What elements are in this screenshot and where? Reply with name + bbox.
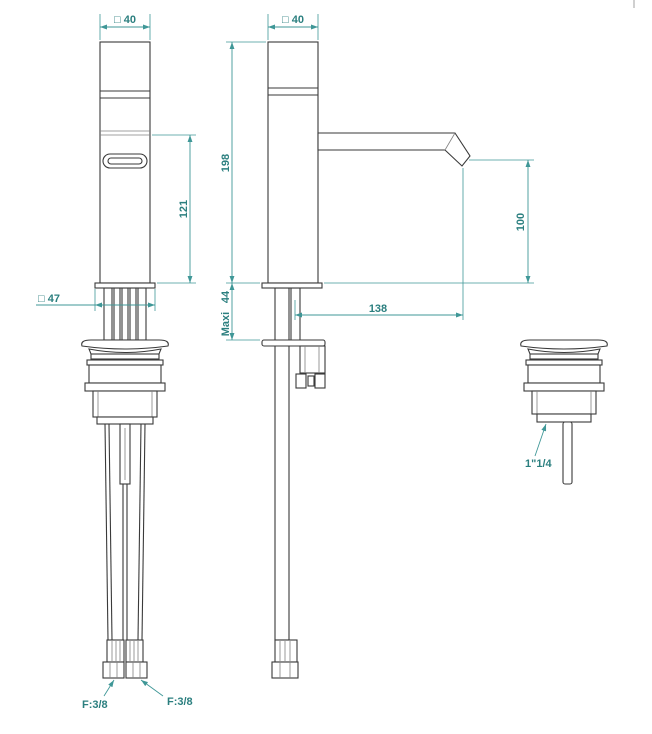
waste-ring <box>529 353 599 360</box>
waste-tailpiece <box>96 416 154 425</box>
side-fitting-thread <box>274 639 298 663</box>
leader-hose-left <box>103 679 115 697</box>
leader-thread <box>534 423 547 457</box>
waste-view: 1"1/4 <box>520 339 608 485</box>
front-outlet-height-label: 121 <box>178 200 190 218</box>
waste-body <box>88 364 162 384</box>
waste-flange <box>523 382 605 392</box>
hose-right <box>141 423 146 641</box>
front-hose-fittings <box>102 639 148 679</box>
waste-nut <box>531 390 597 415</box>
hose-right-label: F:3/8 <box>167 696 193 708</box>
hose-right <box>137 423 142 641</box>
side-dimensions: □ 40 198 44 Maxi 100 138 <box>220 14 534 341</box>
front-base-flange <box>94 282 156 289</box>
waste-ring <box>86 359 164 366</box>
thread-size-label: 1"1/4 <box>525 458 553 470</box>
side-lock-nut <box>295 373 307 389</box>
front-base-width-label: □ 47 <box>38 293 60 305</box>
fitting-left-nut <box>102 661 125 679</box>
spout-height-label: 100 <box>515 213 527 231</box>
overall-height-label: 198 <box>220 154 232 172</box>
front-dimensions: □ 40 121 □ 47 F:3/8 F:3/8 <box>36 14 196 711</box>
waste-nut <box>92 390 158 418</box>
side-view: □ 40 198 44 Maxi 100 138 <box>220 14 534 679</box>
rod <box>121 287 129 341</box>
fitting-right-thread <box>125 639 144 663</box>
waste-cap <box>520 339 608 350</box>
waste-body <box>527 364 601 384</box>
front-popup-waste <box>81 339 169 485</box>
spout-outlet-edge <box>444 132 456 151</box>
rod <box>137 287 147 341</box>
hose-left <box>108 423 113 641</box>
side-lock-nut <box>307 375 315 387</box>
front-mounting-rods <box>103 287 147 341</box>
max-deck-prefix-label: Maxi <box>220 312 232 336</box>
leader-hose-right <box>140 679 164 697</box>
waste-ring <box>525 359 603 366</box>
fitting-right-nut <box>125 661 148 679</box>
waste-cap-lens <box>527 348 601 355</box>
side-bracket <box>299 345 326 374</box>
side-base-flange <box>261 282 323 289</box>
front-outlet-slot-inner <box>107 157 143 165</box>
waste-tail-rod <box>562 421 573 485</box>
rod <box>129 287 137 341</box>
side-top-width-label: □ 40 <box>282 14 304 26</box>
spout-reach-label: 138 <box>369 303 387 315</box>
fitting-left-thread <box>106 639 125 663</box>
side-threaded-rod <box>290 287 301 345</box>
side-fitting-nut <box>271 661 299 679</box>
waste-flange <box>84 382 166 392</box>
waste-ring <box>90 353 160 360</box>
front-view: □ 40 121 □ 47 F:3/8 F:3/8 <box>36 14 196 711</box>
max-deck-value-label: 44 <box>220 290 232 303</box>
side-faucet-body <box>267 41 319 284</box>
spout <box>317 132 471 167</box>
waste-cap <box>81 339 169 350</box>
waste-tailpiece <box>536 413 592 423</box>
front-top-width-label: □ 40 <box>114 14 136 26</box>
hose-left-label: F:3/8 <box>82 699 108 711</box>
side-clamp-plate <box>261 339 326 347</box>
rod <box>103 287 113 341</box>
waste-cap-lens <box>88 348 162 355</box>
hose-left <box>104 423 109 641</box>
front-flexible-hoses <box>104 423 146 641</box>
rod <box>113 287 121 341</box>
side-lock-nut <box>314 373 326 389</box>
